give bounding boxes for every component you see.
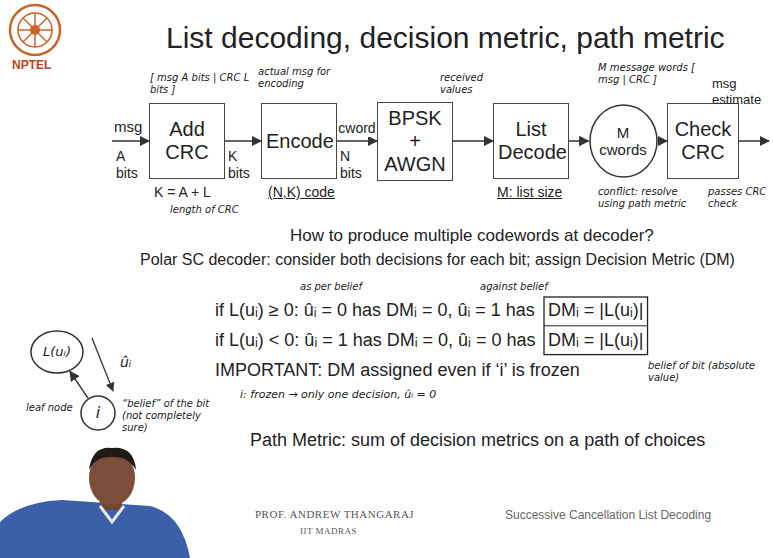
output-arrow (739, 140, 769, 142)
slide-text: K = A + L (154, 184, 211, 201)
slide-text: K bits (228, 148, 260, 182)
slide-text: DMᵢ = |L(uᵢ)| (548, 330, 644, 352)
handwritten-note: conflict: resolve using path metric (598, 186, 702, 210)
handwritten-note: “belief” of the bit (not completely sure… (122, 398, 210, 434)
handwritten-note: leaf node (26, 402, 76, 414)
nptel-logo (10, 5, 60, 55)
slide-text: msg estimate (712, 76, 770, 107)
slide-text: IMPORTANT: DM assigned even if ‘i’ is fr… (215, 360, 580, 382)
handwritten-note: actual msg for encoding (258, 66, 342, 90)
node-text: List Decode (498, 118, 564, 164)
slide-text: N bits (340, 148, 374, 182)
footer-text: Successive Cancellation List Decoding (505, 508, 711, 522)
connector (658, 140, 668, 142)
logo-text: NPTEL (12, 58, 51, 72)
estimate-arrow (92, 338, 113, 391)
connector (70, 371, 88, 398)
input-arrow (112, 140, 149, 142)
handwritten-note: i: frozen → only one decision, ûᵢ = 0 (240, 388, 436, 401)
circle-node: i (80, 395, 116, 431)
slide-text: Polar SC decoder: consider both decision… (140, 250, 735, 269)
presenter (0, 448, 190, 558)
node-text: i (96, 404, 100, 422)
slide-text: (N,K) code (268, 184, 335, 201)
slide-text: Path Metric: sum of decision metrics on … (250, 430, 705, 452)
circle-node: M cwords (589, 104, 658, 178)
handwritten-box (544, 297, 648, 355)
node-text: Check CRC (672, 118, 734, 164)
node-text: BPSK + AWGN (382, 107, 448, 176)
handwritten-note: against belief (480, 281, 548, 293)
node-text: L(uᵢ) (43, 345, 71, 360)
handwritten-note: as per belief (300, 281, 362, 293)
slide-text: DMᵢ = |L(uᵢ)| (548, 300, 644, 322)
circle-border (31, 331, 83, 373)
process-box: Check CRC (667, 103, 739, 179)
slide-text: A bits (116, 148, 150, 182)
process-box: BPSK + AWGN (377, 102, 453, 181)
process-box: Add CRC (149, 103, 225, 179)
handwritten-note: passes CRC check (708, 186, 770, 210)
slide-text: msg (114, 118, 142, 136)
connector (337, 140, 377, 142)
edge-label: cword (337, 120, 376, 137)
connector (225, 140, 261, 142)
circle-node: L(uᵢ) (30, 330, 84, 374)
process-box: Encode (261, 103, 337, 179)
slide-text: if L(uᵢ) < 0: ûᵢ = 1 has DMᵢ = 0, ûᵢ = 0… (215, 330, 536, 352)
slide-text: if L(uᵢ) ≥ 0: ûᵢ = 0 has DMᵢ = 0, ûᵢ = 1… (215, 300, 535, 322)
handwritten-divider (544, 325, 648, 326)
circle-border (590, 105, 657, 177)
node-text: Encode (266, 130, 332, 153)
footer-text: PROF. ANDREW THANGARAJ (255, 508, 414, 521)
handwritten-note: belief of bit (absolute value) (648, 360, 766, 384)
handwritten-note: ûᵢ (120, 354, 131, 371)
node-text: M cwords (597, 124, 648, 159)
slide-title: List decoding, decision metric, path met… (166, 20, 725, 56)
handwritten-note: M message words [ msg | CRC ] (598, 62, 706, 86)
process-box: List Decode (493, 103, 569, 179)
footer-text: IIT MADRAS (300, 526, 357, 537)
connector (569, 140, 589, 142)
connector (453, 140, 493, 142)
handwritten-note: received values (440, 72, 500, 96)
handwritten-note: [ msg A bits | CRC L bits ] (150, 72, 254, 96)
node-text: Add CRC (154, 118, 220, 164)
circle-border (81, 396, 115, 430)
slide-text: M: list size (497, 184, 562, 201)
handwritten-note: length of CRC (170, 204, 260, 216)
slide-text: How to produce multiple codewords at dec… (290, 226, 654, 246)
